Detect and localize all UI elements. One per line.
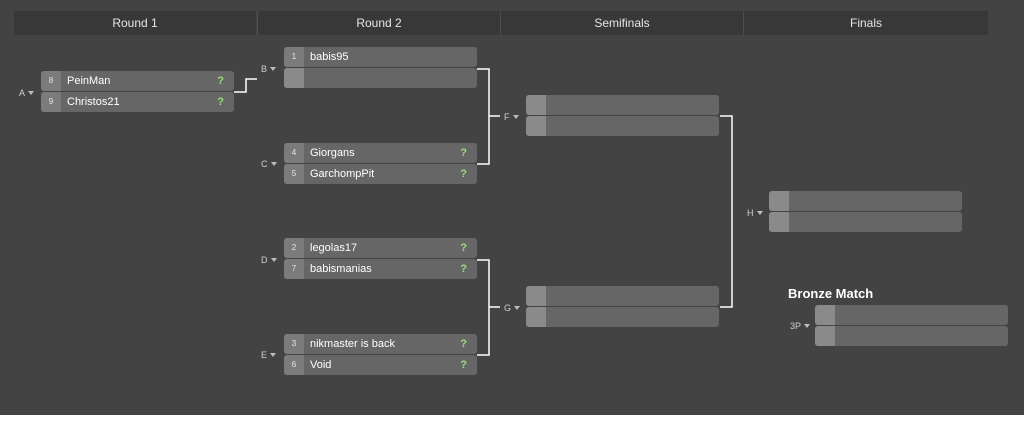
match-a: 8 PeinMan ? 9 Christos21 ? <box>41 71 234 113</box>
seed-number: 2 <box>284 238 304 258</box>
team-slot[interactable] <box>526 95 719 115</box>
caret-down-icon[interactable] <box>270 258 277 262</box>
match-label-b[interactable]: B <box>261 63 277 75</box>
team-score: ? <box>460 168 467 180</box>
team-name: GarchompPit <box>310 168 375 180</box>
team-slot[interactable]: 6 Void ? <box>284 355 477 375</box>
match-label-a[interactable]: A <box>19 87 35 99</box>
match-label-d[interactable]: D <box>261 254 277 266</box>
caret-down-icon[interactable] <box>514 306 521 310</box>
team-slot[interactable] <box>769 191 962 211</box>
team-slot[interactable] <box>815 305 1008 325</box>
caret-down-icon[interactable] <box>804 324 811 328</box>
team-slot[interactable] <box>526 286 719 306</box>
seed-number: 5 <box>284 164 304 184</box>
team-score: ? <box>460 338 467 350</box>
match-label-h[interactable]: H <box>747 207 763 219</box>
team-slot[interactable]: 2 legolas17 ? <box>284 238 477 258</box>
team-slot[interactable]: 3 nikmaster is back ? <box>284 334 477 354</box>
team-slot[interactable] <box>526 307 719 327</box>
caret-down-icon[interactable] <box>512 115 519 119</box>
caret-down-icon[interactable] <box>270 353 277 357</box>
seed-number <box>526 116 546 136</box>
team-name: babis95 <box>310 51 349 63</box>
connector-d-e-g <box>477 259 490 356</box>
team-slot[interactable]: 7 babismanias ? <box>284 259 477 279</box>
seed-number: 1 <box>284 47 304 67</box>
team-score: ? <box>460 359 467 371</box>
seed-number: 4 <box>284 143 304 163</box>
team-score: ? <box>217 75 224 87</box>
match-c: 4 Giorgans ? 5 GarchompPit ? <box>284 143 477 185</box>
team-name: PeinMan <box>67 75 111 87</box>
seed-number <box>815 326 835 346</box>
seed-number: 7 <box>284 259 304 279</box>
connector-a-b <box>234 78 257 93</box>
seed-number <box>769 212 789 232</box>
team-score: ? <box>460 147 467 159</box>
caret-down-icon[interactable] <box>28 91 35 95</box>
seed-number <box>815 305 835 325</box>
team-score: ? <box>217 96 224 108</box>
team-slot[interactable]: 8 PeinMan ? <box>41 71 234 91</box>
team-slot[interactable]: 1 babis95 <box>284 47 477 67</box>
team-name: nikmaster is back <box>310 338 395 350</box>
seed-number: 3 <box>284 334 304 354</box>
match-label-3p[interactable]: 3P <box>790 320 811 332</box>
team-slot[interactable]: 9 Christos21 ? <box>41 92 234 112</box>
seed-number <box>526 286 546 306</box>
bronze-match-title: Bronze Match <box>788 286 874 301</box>
match-g <box>526 286 719 328</box>
seed-number <box>769 191 789 211</box>
connector-f-g-h <box>720 115 733 308</box>
connector-b-c-f <box>477 68 490 165</box>
team-slot[interactable] <box>769 212 962 232</box>
team-slot[interactable] <box>815 326 1008 346</box>
team-name: legolas17 <box>310 242 358 254</box>
round-header-semifinals: Semifinals <box>500 11 743 35</box>
match-b: 1 babis95 <box>284 47 477 89</box>
round-header-1: Round 1 <box>14 11 256 35</box>
match-h <box>769 191 962 233</box>
team-score: ? <box>460 263 467 275</box>
match-label-f[interactable]: F <box>504 111 519 123</box>
team-name: Christos21 <box>67 96 120 108</box>
match-3p <box>815 305 1008 347</box>
seed-number <box>284 68 304 88</box>
seed-number: 6 <box>284 355 304 375</box>
caret-down-icon[interactable] <box>270 67 277 71</box>
seed-number: 8 <box>41 71 61 91</box>
match-label-g[interactable]: G <box>504 302 521 314</box>
match-d: 2 legolas17 ? 7 babismanias ? <box>284 238 477 280</box>
seed-number: 9 <box>41 92 61 112</box>
team-score: ? <box>460 242 467 254</box>
seed-number <box>526 95 546 115</box>
team-name: babismanias <box>310 263 372 275</box>
match-label-e[interactable]: E <box>261 349 277 361</box>
match-f <box>526 95 719 137</box>
team-slot[interactable]: 4 Giorgans ? <box>284 143 477 163</box>
seed-number <box>526 307 546 327</box>
match-label-c[interactable]: C <box>261 158 277 170</box>
team-slot[interactable] <box>526 116 719 136</box>
round-header-finals: Finals <box>743 11 988 35</box>
match-e: 3 nikmaster is back ? 6 Void ? <box>284 334 477 376</box>
team-slot[interactable]: 5 GarchompPit ? <box>284 164 477 184</box>
team-slot[interactable] <box>284 68 477 88</box>
round-header-2: Round 2 <box>257 11 500 35</box>
team-name: Giorgans <box>310 147 355 159</box>
caret-down-icon[interactable] <box>756 211 763 215</box>
caret-down-icon[interactable] <box>270 162 277 166</box>
team-name: Void <box>310 359 332 371</box>
